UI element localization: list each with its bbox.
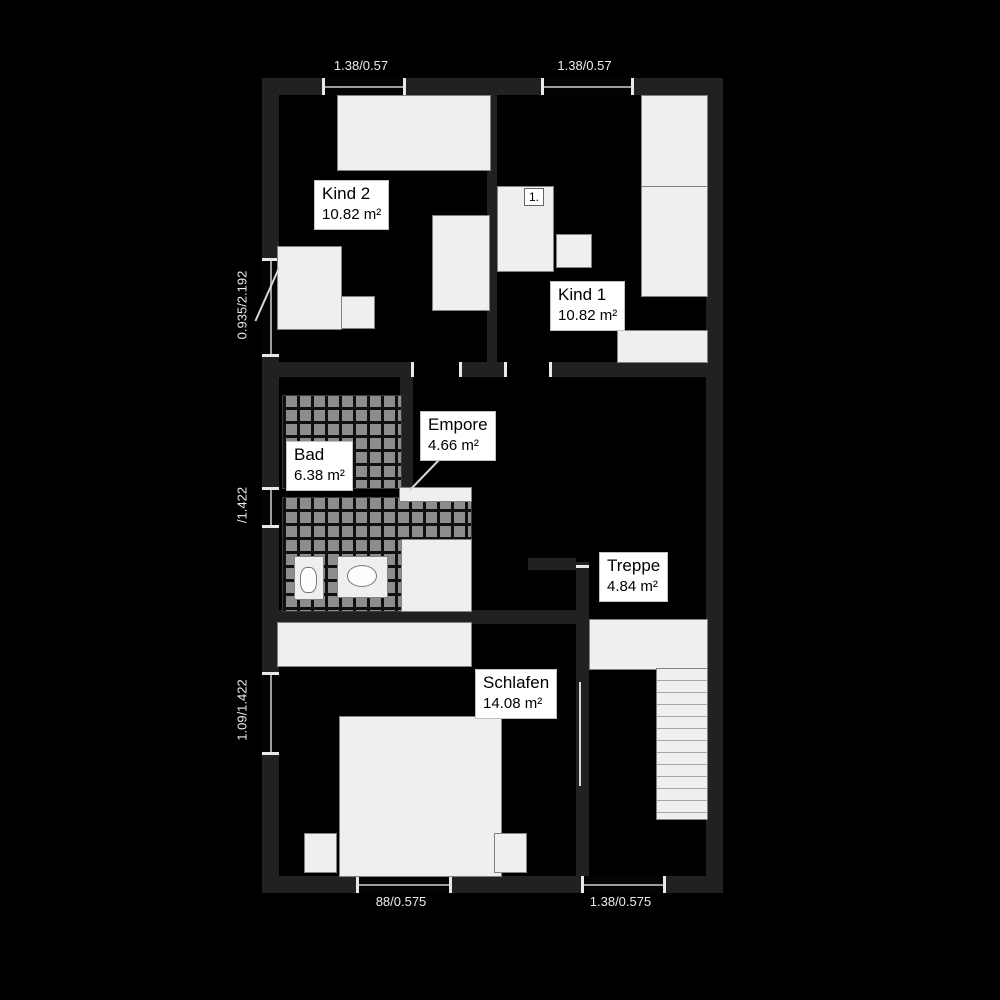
sink: [337, 556, 388, 598]
nightstand-kind2: [341, 296, 375, 329]
dim-top-left-window: 1.38/0.57: [333, 58, 389, 73]
room-label-kind1: Kind 1 10.82 m²: [550, 281, 626, 331]
dim-left-lower-window: 1.09/1.422: [234, 679, 250, 741]
room-name: Kind 2: [322, 184, 371, 203]
window-bottom-left: [356, 876, 452, 893]
room-name: Schlafen: [483, 673, 550, 692]
stair-landing: [589, 619, 708, 670]
window-left-upper: [262, 258, 279, 357]
room-name: Kind 1: [558, 285, 607, 304]
door-number-tag: 1.: [524, 188, 545, 206]
closet-kind1-lower: [641, 186, 708, 297]
room-area: 14.08 m²: [483, 695, 543, 713]
closet-kind2: [432, 215, 490, 311]
dim-top-right-window: 1.38/0.57: [557, 58, 612, 73]
staircase: [656, 668, 708, 820]
room-area: 4.66 m²: [428, 437, 479, 455]
wall-bad-empore: [400, 377, 413, 487]
wall-under-kids-c: [551, 362, 706, 377]
window-left-lower: [262, 672, 279, 755]
wall-outer-left: [262, 78, 279, 893]
wall-below-bad: [279, 610, 578, 624]
room-label-treppe: Treppe 4.84 m²: [599, 552, 669, 602]
room-area: 4.84 m²: [607, 578, 658, 596]
nightstand-kind1: [556, 234, 592, 268]
dim-left-upper-window: 0.935/2.192: [234, 270, 250, 340]
dim-bottom-left-window: 88/0.575: [375, 894, 427, 909]
radiator-empore: [399, 487, 472, 502]
door-jamb: [411, 362, 414, 377]
door-leaf-schlafen: [579, 682, 581, 786]
toilet: [294, 556, 324, 600]
dim-left-middle-window: /1.422: [234, 486, 250, 524]
nightstand-schlafen-left: [304, 833, 337, 873]
room-label-bad: Bad 6.38 m²: [286, 441, 353, 491]
toilet-bowl: [300, 567, 317, 593]
bed-kind2: [277, 246, 342, 330]
bed-schlafen: [339, 716, 502, 877]
wardrobe-kind2-top: [337, 95, 491, 171]
wall-treppe-stub: [528, 558, 576, 570]
wall-between-kids: [487, 95, 497, 362]
wardrobe-schlafen: [277, 622, 472, 667]
wall-schlafen-treppe: [576, 562, 589, 876]
door-jamb: [576, 565, 589, 568]
room-area: 10.82 m²: [322, 206, 382, 224]
room-name: Treppe: [607, 556, 661, 575]
window-top-left: [322, 78, 406, 95]
nightstand-schlafen-right: [494, 833, 527, 873]
wall-outer-right: [706, 78, 723, 893]
room-area: 6.38 m²: [294, 467, 345, 485]
room-label-kind2: Kind 2 10.82 m²: [314, 180, 390, 230]
room-label-schlafen: Schlafen 14.08 m²: [475, 669, 558, 719]
window-top-right: [541, 78, 634, 95]
room-label-empore: Empore 4.66 m²: [420, 411, 496, 461]
sink-basin: [347, 565, 377, 587]
window-left-middle: [262, 487, 279, 528]
door-jamb: [459, 362, 462, 377]
room-name: Empore: [428, 415, 488, 434]
wall-under-kids-b: [461, 362, 504, 377]
window-bottom-right: [581, 876, 666, 893]
door-jamb: [504, 362, 507, 377]
closet-kind1-upper: [641, 95, 708, 188]
room-area: 10.82 m²: [558, 307, 618, 325]
dim-bottom-right-window: 1.38/0.575: [589, 894, 652, 909]
wall-under-kids-a: [279, 362, 413, 377]
sideboard-kind1: [617, 330, 708, 363]
shower: [401, 539, 472, 612]
room-name: Bad: [294, 445, 325, 464]
door-jamb: [549, 362, 552, 377]
